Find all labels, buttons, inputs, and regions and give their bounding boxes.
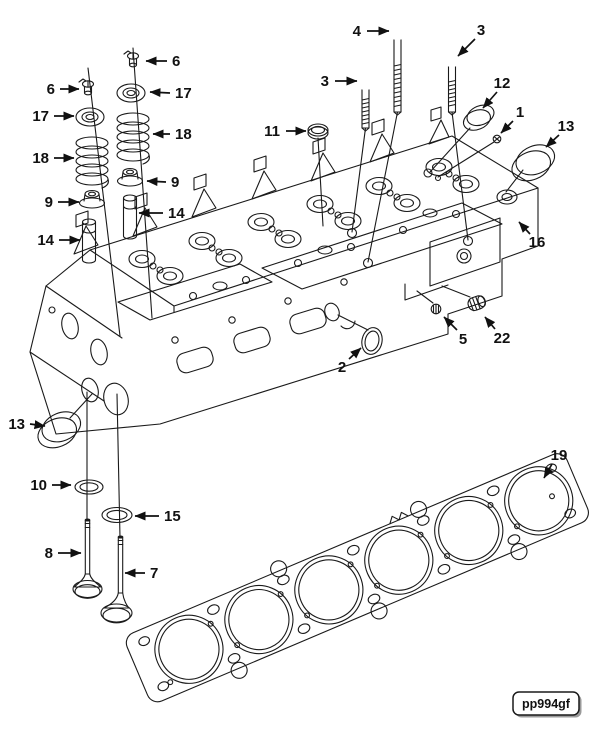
head-gasket-drawing [125,453,589,703]
screw-1 [492,134,502,144]
callout-9-seal-right: 9 [146,174,179,191]
callout-number: 6 [172,53,180,70]
cup-plug-12 [462,104,495,131]
callout-number: 13 [558,118,575,135]
callout-22-plug: 22 [484,316,511,347]
fitting-5 [430,303,442,315]
callout-14-guide-right: 14 [138,205,185,222]
callout-number: 17 [32,108,49,125]
valve-keeper-left [78,78,95,96]
callout-18-spring-right: 18 [152,126,192,143]
valve-retainer-left [75,107,105,127]
callout-number: 11 [264,123,280,140]
callout-number: 10 [30,477,47,494]
callouts: 4 3 3 12 1 13 11 6 [8,22,574,582]
rocker-pedestals [73,106,450,255]
callout-number: 12 [494,75,511,92]
callout-number: 8 [45,545,53,562]
seat-ring-10 [74,479,104,495]
callout-number: 19 [551,447,568,464]
valve-bosses [128,157,480,286]
callout-number: 13 [8,416,25,433]
leader-lines [69,47,524,539]
cup-plug-13-left [37,411,82,449]
callout-4-bolt: 4 [353,23,390,40]
callout-12-cup-plug: 12 [482,75,511,109]
valve-spring-left [75,136,109,189]
valve-guide-left [81,218,97,264]
callout-number: 16 [529,234,546,251]
o-ring-2 [361,327,383,355]
valve-8 [72,518,103,599]
drawing [29,23,589,703]
callout-17-retainer-left: 17 [32,108,75,125]
callout-2-o-ring: 2 [338,347,362,376]
figure-code-box: pp994gf [512,691,582,718]
callout-16-cylinder-head: 16 [518,221,546,251]
callout-14-guide-left: 14 [37,232,81,249]
callout-number: 22 [494,330,511,347]
injector-bores [149,170,460,274]
callout-number: 18 [175,126,192,143]
figure-code: pp994gf [522,697,571,711]
tappet-cap-11 [307,123,329,140]
callout-15-seat-ring: 15 [134,508,181,525]
valve-retainer-right [116,83,146,103]
callout-number: 14 [168,205,185,222]
bolt-3-left [356,73,375,132]
callout-number: 17 [175,85,192,102]
callout-7-valve: 7 [124,565,158,582]
callout-18-spring-left: 18 [32,150,75,167]
callout-6-keeper-left: 6 [47,81,80,98]
callout-number: 4 [353,23,362,40]
callout-number: 6 [47,81,55,98]
callout-13-plug-right: 13 [545,118,575,148]
callout-number: 3 [477,22,485,39]
callout-5-fitting: 5 [443,316,467,348]
bolt-3-right [442,50,462,116]
valve-stem-seal-right [116,167,144,187]
cylinder-head-drawing [29,106,539,435]
callout-6-keeper-right: 6 [145,53,180,70]
front-face-ports [171,278,356,374]
valve-keeper-right [123,50,140,68]
callout-number: 14 [37,232,54,249]
left-end-ports [48,306,129,416]
callout-number: 9 [45,194,53,211]
right-boss [404,217,501,301]
callout-3-bolt-right: 3 [457,22,485,57]
callout-19-gasket: 19 [543,447,568,479]
callout-17-retainer-right: 17 [149,85,192,102]
callout-11-cap: 11 [264,123,307,140]
callout-number: 7 [150,565,158,582]
callout-3-bolt-left: 3 [321,73,358,90]
valve-stem-seal-left [78,189,106,209]
callout-number: 18 [32,150,49,167]
callout-10-seat-ring: 10 [30,477,72,494]
gasket-holes [138,463,577,692]
callout-number: 5 [459,331,467,348]
valve-guide-right [122,194,138,240]
deck-holes [188,168,518,301]
threaded-plug-22 [467,295,487,312]
valve-spring-right [116,112,150,165]
callout-9-seal-left: 9 [45,194,80,211]
callout-number: 1 [516,104,524,121]
seat-ring-15 [101,506,133,524]
callout-number: 9 [171,174,179,191]
callout-13-plug-left: 13 [8,416,46,433]
callout-number: 2 [338,359,346,376]
bolt-4 [388,23,407,116]
callout-1-screw: 1 [500,104,524,134]
callout-number: 15 [164,508,181,525]
valve-7 [100,535,133,624]
callout-8-valve: 8 [45,545,82,562]
cup-plug-13-right [511,144,556,182]
callout-number: 3 [321,73,329,90]
gasket-bores [154,466,574,684]
